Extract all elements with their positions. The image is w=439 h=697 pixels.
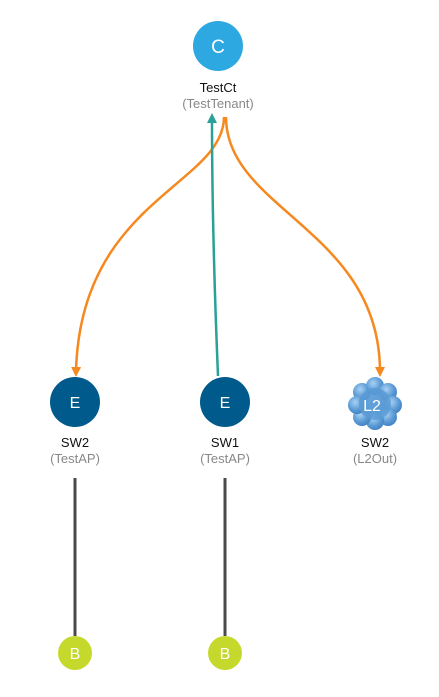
bd-icon xyxy=(58,636,92,670)
epg-name: SW1 xyxy=(211,435,239,450)
bd-letter: B xyxy=(70,646,81,663)
epg-icon xyxy=(200,377,250,427)
contract-tenant: (TestTenant) xyxy=(182,96,254,111)
l2out-sub: (L2Out) xyxy=(353,451,397,466)
epg-letter: E xyxy=(220,395,231,412)
epg-name: SW2 xyxy=(61,435,89,450)
epg-node-sw2[interactable]: E SW2 (TestAP) xyxy=(50,377,100,466)
contract-name: TestCt xyxy=(200,80,237,95)
edge-sw1-epg-to-contract xyxy=(207,113,220,377)
l2out-name: SW2 xyxy=(361,435,389,450)
bd-node-left[interactable]: B xyxy=(58,636,92,670)
contract-icon xyxy=(193,21,243,71)
edge-contract-to-l2out xyxy=(224,116,385,377)
epg-icon xyxy=(50,377,100,427)
l2out-letter: L2 xyxy=(363,398,381,415)
bd-icon xyxy=(208,636,242,670)
epg-letter: E xyxy=(70,395,81,412)
contract-letter: C xyxy=(211,37,225,58)
contract-node[interactable]: C TestCt (TestTenant) xyxy=(182,21,254,111)
bd-letter: B xyxy=(220,646,231,663)
l2out-node-sw2[interactable]: L2 SW2 (L2Out) xyxy=(348,377,402,466)
bd-node-mid[interactable]: B xyxy=(208,636,242,670)
edge-contract-to-sw2-epg xyxy=(71,116,226,377)
l2out-cloud-icon xyxy=(348,377,402,430)
epg-node-sw1[interactable]: E SW1 (TestAP) xyxy=(200,377,250,466)
epg-ap: (TestAP) xyxy=(50,451,100,466)
epg-ap: (TestAP) xyxy=(200,451,250,466)
